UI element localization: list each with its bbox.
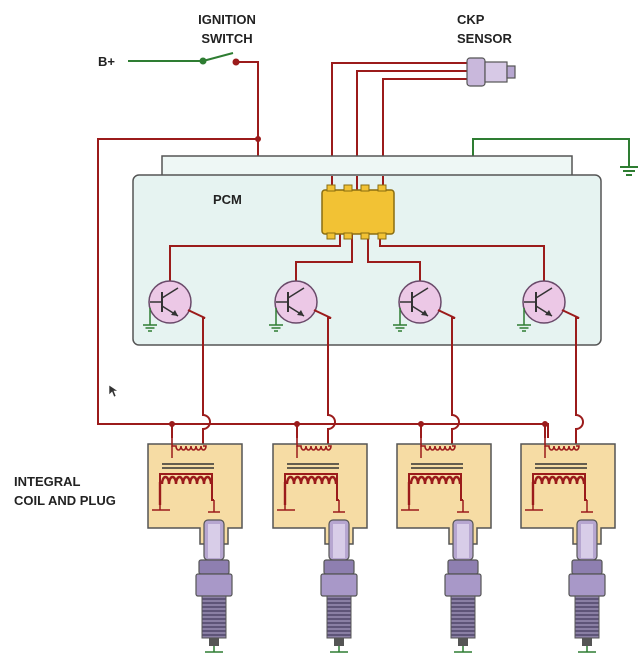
ckp-sensor-label-line2: SENSOR (457, 31, 513, 46)
ckp-sensor (466, 57, 516, 87)
plug-electrode (582, 638, 592, 646)
transistor-body (398, 280, 442, 324)
mouse-cursor-icon (108, 384, 119, 398)
coil-primary-wire (437, 309, 460, 446)
secondary-winding (531, 475, 586, 505)
coil-housing (147, 443, 243, 545)
driver-transistors (143, 280, 566, 332)
junction-dot (294, 421, 300, 427)
coil-on-plug (272, 421, 368, 545)
coil-primary-wires (187, 309, 584, 446)
plug-shell (320, 573, 358, 597)
ckp-sensor-wires (331, 62, 470, 156)
transistor-body (148, 280, 192, 324)
plug-shell (568, 573, 606, 597)
coil-primary-wire (313, 309, 336, 446)
pcm-processor-chip (321, 184, 395, 240)
secondary-winding (158, 475, 213, 505)
plug-threads (450, 595, 476, 639)
junction-dot (169, 421, 175, 427)
junction-dot (542, 421, 548, 427)
driver-transistor (269, 280, 318, 332)
plug-hex (447, 559, 479, 575)
coil-primary-wire (187, 309, 211, 446)
transistor-body (274, 280, 318, 324)
plug-shell (195, 573, 233, 597)
ground-symbol (269, 324, 283, 332)
coil-housing (520, 443, 616, 545)
plug-electrode (458, 638, 468, 646)
coil-housing (272, 443, 368, 545)
driver-transistor (143, 280, 192, 332)
primary-winding (420, 438, 456, 451)
ignition-switch-output-wire (97, 58, 549, 438)
ground-symbol (393, 324, 407, 332)
spark-plug (195, 519, 233, 653)
pcm-ground-wire (472, 138, 638, 176)
coil-primary-wire (561, 309, 584, 446)
secondary-winding (283, 475, 338, 505)
ground-symbol (143, 324, 157, 332)
plug-hex (198, 559, 230, 575)
ground-symbol (517, 324, 531, 332)
coil-on-plug (520, 421, 616, 545)
plug-electrode (209, 638, 219, 646)
spark-plug (444, 519, 482, 653)
pcm-internal-wiring (169, 176, 545, 286)
ignition-switch-label-line1: IGNITION (198, 12, 256, 27)
plug-threads (574, 595, 600, 639)
ckp-sensor-label-line1: CKP (457, 12, 485, 27)
coil-plug-units (147, 421, 616, 653)
junction-dot (255, 136, 261, 142)
coil-housing (396, 443, 492, 545)
transistor-body (522, 280, 566, 324)
coil-on-plug (147, 421, 243, 545)
junction-dot (418, 421, 424, 427)
primary-winding (296, 438, 332, 451)
plug-hex (323, 559, 355, 575)
coil-label-line1: INTEGRAL (14, 474, 81, 489)
secondary-winding (407, 475, 462, 505)
primary-winding (171, 438, 207, 451)
driver-transistor (517, 280, 566, 332)
plug-shell (444, 573, 482, 597)
primary-winding (544, 438, 580, 451)
battery-feed-wire (128, 52, 234, 65)
pcm-label: PCM (213, 192, 242, 207)
plug-threads (326, 595, 352, 639)
plug-hex (571, 559, 603, 575)
battery-label: B+ (98, 54, 115, 69)
coil-on-plug (396, 421, 492, 545)
spark-plug (568, 519, 606, 653)
ignition-switch-label-line2: SWITCH (201, 31, 252, 46)
coil-label-line2: COIL AND PLUG (14, 493, 116, 508)
plug-threads (201, 595, 227, 639)
driver-transistor (393, 280, 442, 332)
spark-plug (320, 519, 358, 653)
plug-electrode (334, 638, 344, 646)
